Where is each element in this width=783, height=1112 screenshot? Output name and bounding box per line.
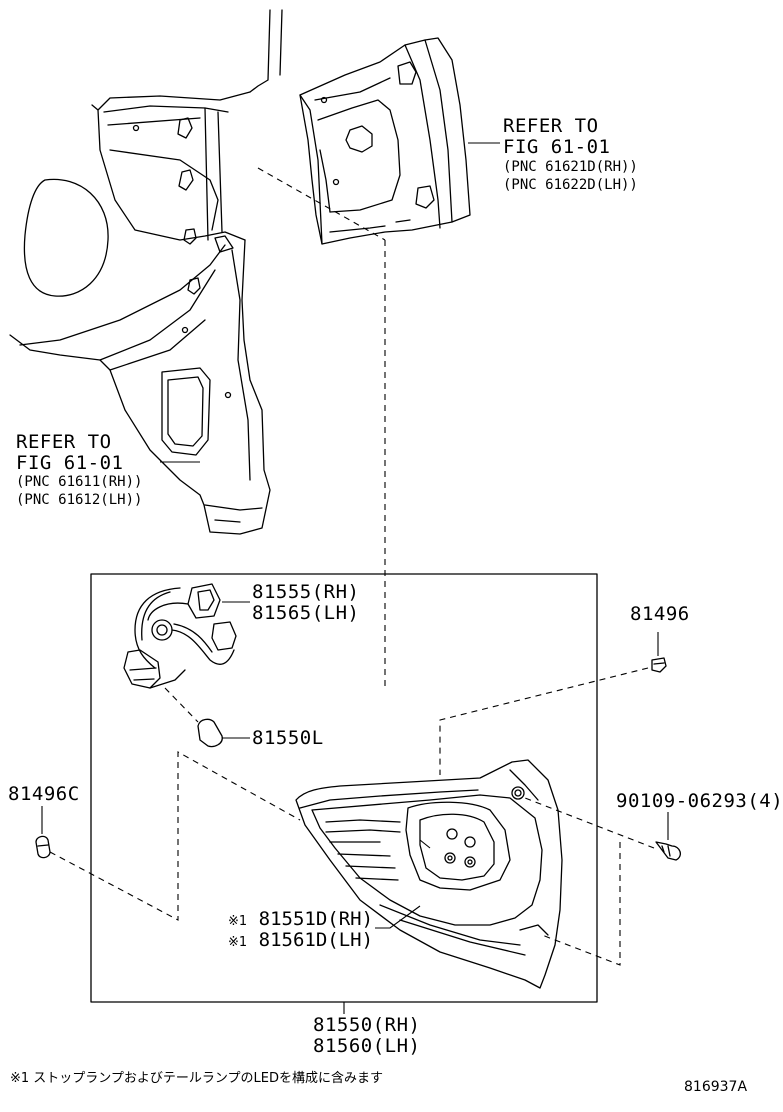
- assembly-label: 81550(RH) 81560(LH): [313, 1016, 420, 1056]
- socket-wire-rh: 81555(RH): [252, 581, 360, 603]
- footnote: ※1 ストップランプおよびテールランプのLEDを構成に含みます: [10, 1071, 383, 1086]
- bulb-illustration: [197, 718, 223, 748]
- leader-lens: [375, 905, 421, 929]
- quarter-panel-inner-illustration: [9, 9, 283, 535]
- bolt-label: 90109-06293(4): [616, 790, 783, 812]
- socket-wire-lh: 81565(LH): [252, 602, 360, 624]
- diagram-artwork: [9, 9, 682, 1014]
- lens-mark-rh: ※1: [228, 914, 248, 929]
- socket-wire-label: 81555(RH) 81565(LH): [252, 583, 359, 623]
- clip-label: 81496C: [8, 783, 80, 805]
- upper-ref-line1: REFER TO: [503, 115, 599, 137]
- upper-pnc-2: (PNC 61622D(LH)): [503, 177, 638, 193]
- lens-rh-row: ※1 81551D(RH): [228, 910, 373, 929]
- lower-ref-line2: FIG 61-01: [16, 452, 124, 474]
- tail-lamp-illustration: [295, 759, 563, 989]
- upper-pnc-1: (PNC 61621D(RH)): [503, 159, 638, 175]
- lower-ref-line1: REFER TO: [16, 431, 112, 453]
- lower-pnc-1: (PNC 61611(RH)): [16, 474, 143, 490]
- rear-panel-illustration: [299, 37, 471, 245]
- parts-diagram: REFER TO FIG 61-01 (PNC 61621D(RH)) (PNC…: [8, 9, 783, 1095]
- dashed-line-bolt-lower: [541, 842, 621, 966]
- upper-pnc-block: (PNC 61621D(RH)) (PNC 61622D(LH)): [503, 160, 638, 192]
- dashed-line-screw: [439, 667, 649, 775]
- dashed-line-panel: [257, 167, 386, 241]
- leader-lens-inner: [419, 839, 431, 849]
- lens-label: ※1 81551D(RH) ※1 81561D(LH): [228, 910, 373, 950]
- upper-ref-block: REFER TO FIG 61-01: [503, 117, 610, 157]
- lower-pnc-block: (PNC 61611(RH)) (PNC 61612(LH)): [16, 475, 142, 507]
- assembly-lh: 81560(LH): [313, 1035, 421, 1057]
- lens-mark-lh: ※1: [228, 935, 248, 950]
- assembly-rh: 81550(RH): [313, 1014, 421, 1036]
- upper-ref-line2: FIG 61-01: [503, 136, 611, 158]
- lower-pnc-2: (PNC 61612(LH)): [16, 492, 143, 508]
- lens-lh-row: ※1 81561D(LH): [228, 931, 373, 950]
- dashed-line-bulb: [164, 687, 199, 723]
- screw-label: 81496: [630, 603, 690, 625]
- clip-illustration: [35, 835, 51, 859]
- lens-rh: 81551D(RH): [258, 908, 374, 930]
- screw-illustration: [651, 657, 667, 673]
- lens-lh: 81561D(LH): [258, 929, 374, 951]
- dashed-line-bolt: [524, 797, 655, 849]
- socket-wire-illustration: [123, 583, 237, 689]
- lower-ref-block: REFER TO FIG 61-01: [16, 433, 123, 473]
- dashed-line-clip: [49, 751, 301, 921]
- bolt-illustration: [655, 841, 682, 861]
- bulb-label: 81550L: [252, 727, 324, 749]
- figure-code: 816937A: [684, 1079, 748, 1095]
